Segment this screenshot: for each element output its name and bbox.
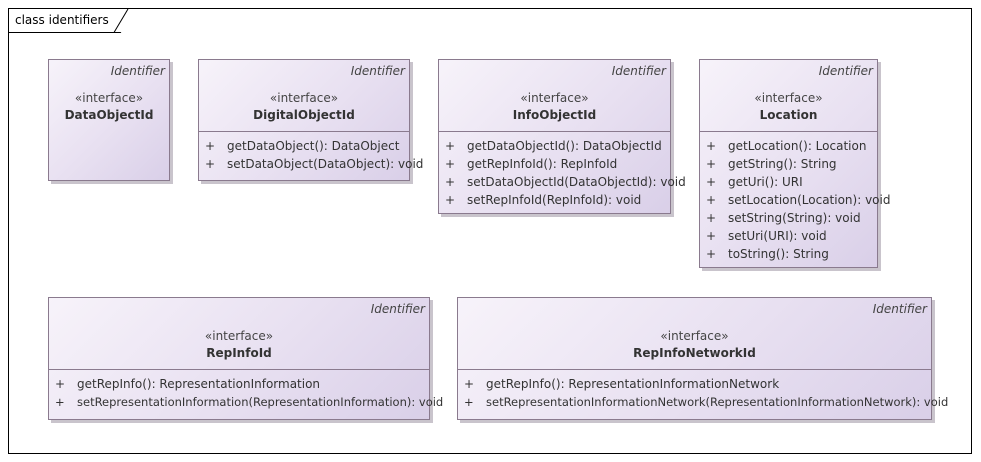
parent-label: Identifier: [110, 64, 165, 78]
stereotype-label: «interface»: [204, 329, 274, 343]
stereotype-label: «interface»: [269, 91, 339, 105]
operation: +getRepInfo(): RepresentationInformation…: [464, 377, 780, 391]
operation: +getRepInfoId(): RepInfoId: [445, 157, 618, 171]
operation: +setUri(URI): void: [706, 229, 827, 243]
operation: +setDataObjectId(DataObjectId): void: [445, 175, 686, 189]
operations-compartment: +getRepInfo(): RepresentationInformation…: [458, 369, 949, 415]
operation: +toString(): String: [706, 247, 829, 261]
class-location[interactable]: Identifier «interface» Location +getLoca…: [699, 59, 891, 268]
operation: +setRepresentationInformationNetwork(Rep…: [464, 395, 949, 409]
stereotype-label: «interface»: [754, 91, 823, 105]
class-name: RepInfoId: [206, 346, 272, 360]
parent-label: Identifier: [370, 302, 425, 316]
class-repinfonetworkid[interactable]: Identifier «interface» RepInfoNetworkId …: [457, 297, 949, 420]
parent-label: Identifier: [350, 64, 405, 78]
operations-compartment: +getDataObject(): DataObject +setDataObj…: [199, 131, 424, 177]
operation: +setDataObject(DataObject): void: [205, 157, 424, 171]
operation: +setRepInfoId(RepInfoId): void: [445, 193, 642, 207]
operation: +getLocation(): Location: [706, 139, 867, 153]
operation: +getDataObject(): DataObject: [205, 139, 400, 153]
operation: +setLocation(Location): void: [706, 193, 891, 207]
operations-compartment: +getLocation(): Location +getString(): S…: [700, 131, 891, 267]
stereotype-label: «interface»: [520, 91, 589, 105]
parent-label: Identifier: [611, 64, 666, 78]
operation: +getUri(): URI: [706, 175, 803, 189]
class-digitalobjectid[interactable]: Identifier «interface» DigitalObjectId +…: [198, 59, 424, 181]
operation: +setString(String): void: [706, 211, 861, 225]
class-name: Location: [759, 108, 818, 122]
operations-compartment: +getDataObjectId(): DataObjectId +getRep…: [439, 131, 686, 213]
class-dataobjectid[interactable]: Identifier «interface» DataObjectId: [48, 59, 170, 181]
stereotype-label: «interface»: [660, 329, 729, 343]
operation: +setRepresentationInformation(Representa…: [55, 395, 444, 409]
operation: +getRepInfo(): RepresentationInformation: [55, 377, 321, 391]
parent-label: Identifier: [818, 64, 873, 78]
class-name: InfoObjectId: [512, 108, 597, 122]
stereotype-label: «interface»: [74, 91, 144, 105]
frame-label: class identifiers: [9, 9, 135, 33]
class-name: DigitalObjectId: [253, 108, 355, 122]
class-infoobjectid[interactable]: Identifier «interface» InfoObjectId +get…: [438, 59, 686, 214]
class-name: RepInfoNetworkId: [633, 346, 756, 360]
operation: +getDataObjectId(): DataObjectId: [445, 139, 662, 153]
class-repinfoid[interactable]: Identifier «interface» RepInfoId +getRep…: [48, 297, 444, 420]
diagram-frame: class identifiers: [8, 8, 972, 454]
class-name: DataObjectId: [64, 108, 154, 122]
operation: +getString(): String: [706, 157, 837, 171]
parent-label: Identifier: [872, 302, 927, 316]
operations-compartment: +getRepInfo(): RepresentationInformation…: [49, 369, 444, 415]
